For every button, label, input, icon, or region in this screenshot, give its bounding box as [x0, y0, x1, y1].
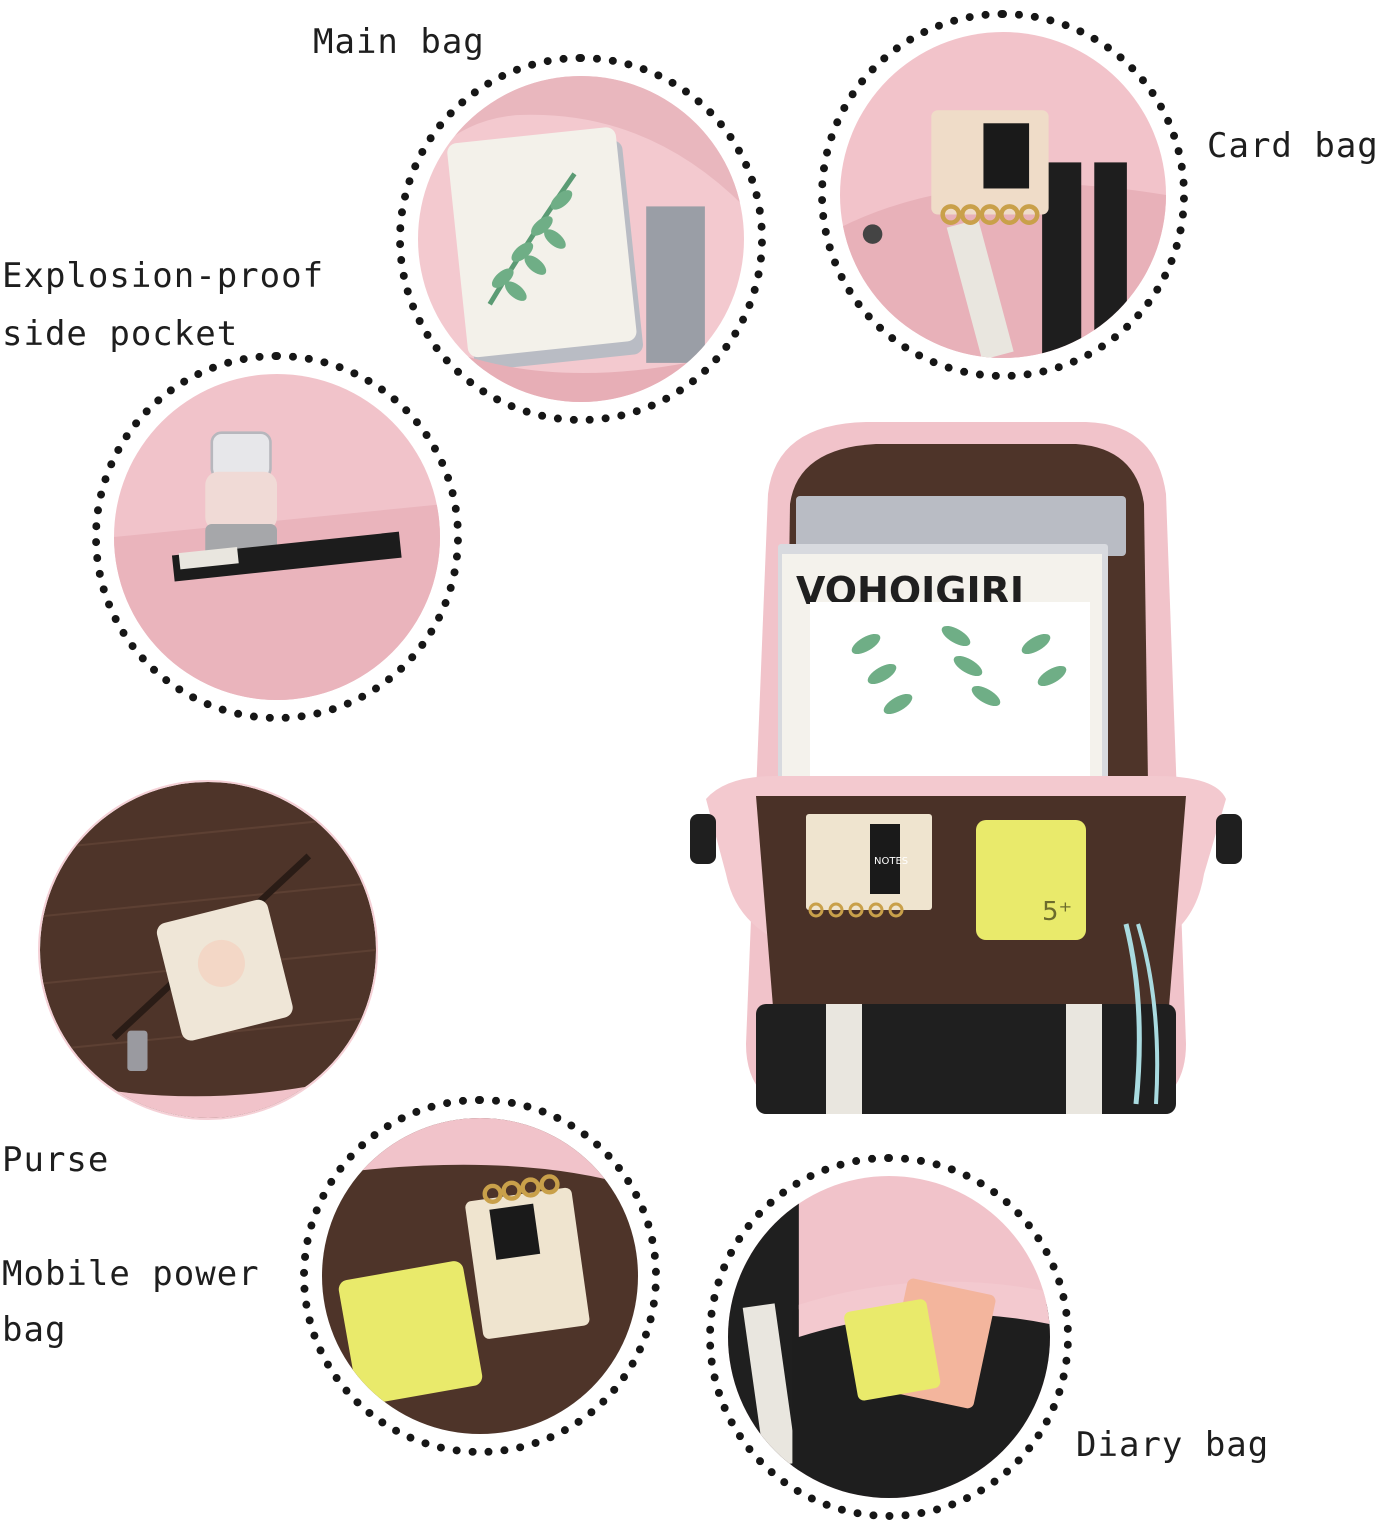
mobile-power-photo [322, 1118, 638, 1434]
label-side-pocket-line2: side pocket [2, 314, 239, 354]
backpack-product-image: VOHOIGIRI NOTES 5⁺ [686, 404, 1246, 1164]
label-diary-bag: Diary bag [1076, 1425, 1270, 1465]
side-pocket-photo [114, 374, 440, 700]
purse-photo [40, 782, 376, 1118]
main-bag-circle [396, 54, 766, 424]
diary-bag-photo [728, 1176, 1050, 1498]
purse-circle [38, 780, 378, 1120]
notebook-label-text: NOTES [874, 856, 908, 867]
label-purse: Purse [2, 1140, 110, 1180]
main-bag-photo [418, 76, 744, 402]
power-bank-label-text: 5⁺ [1042, 897, 1072, 927]
side-pocket-circle [92, 352, 462, 722]
mobile-power-circle [300, 1096, 660, 1456]
card-bag-circle [818, 10, 1188, 380]
card-bag-photo [840, 32, 1166, 358]
label-mobile-power-line1: Mobile power [2, 1254, 260, 1294]
label-mobile-power-line2: bag [2, 1310, 67, 1350]
label-card-bag: Card bag [1207, 126, 1379, 166]
label-main-bag: Main bag [313, 22, 485, 62]
diary-bag-circle [706, 1154, 1072, 1520]
label-side-pocket-line1: Explosion-proof [2, 256, 325, 296]
